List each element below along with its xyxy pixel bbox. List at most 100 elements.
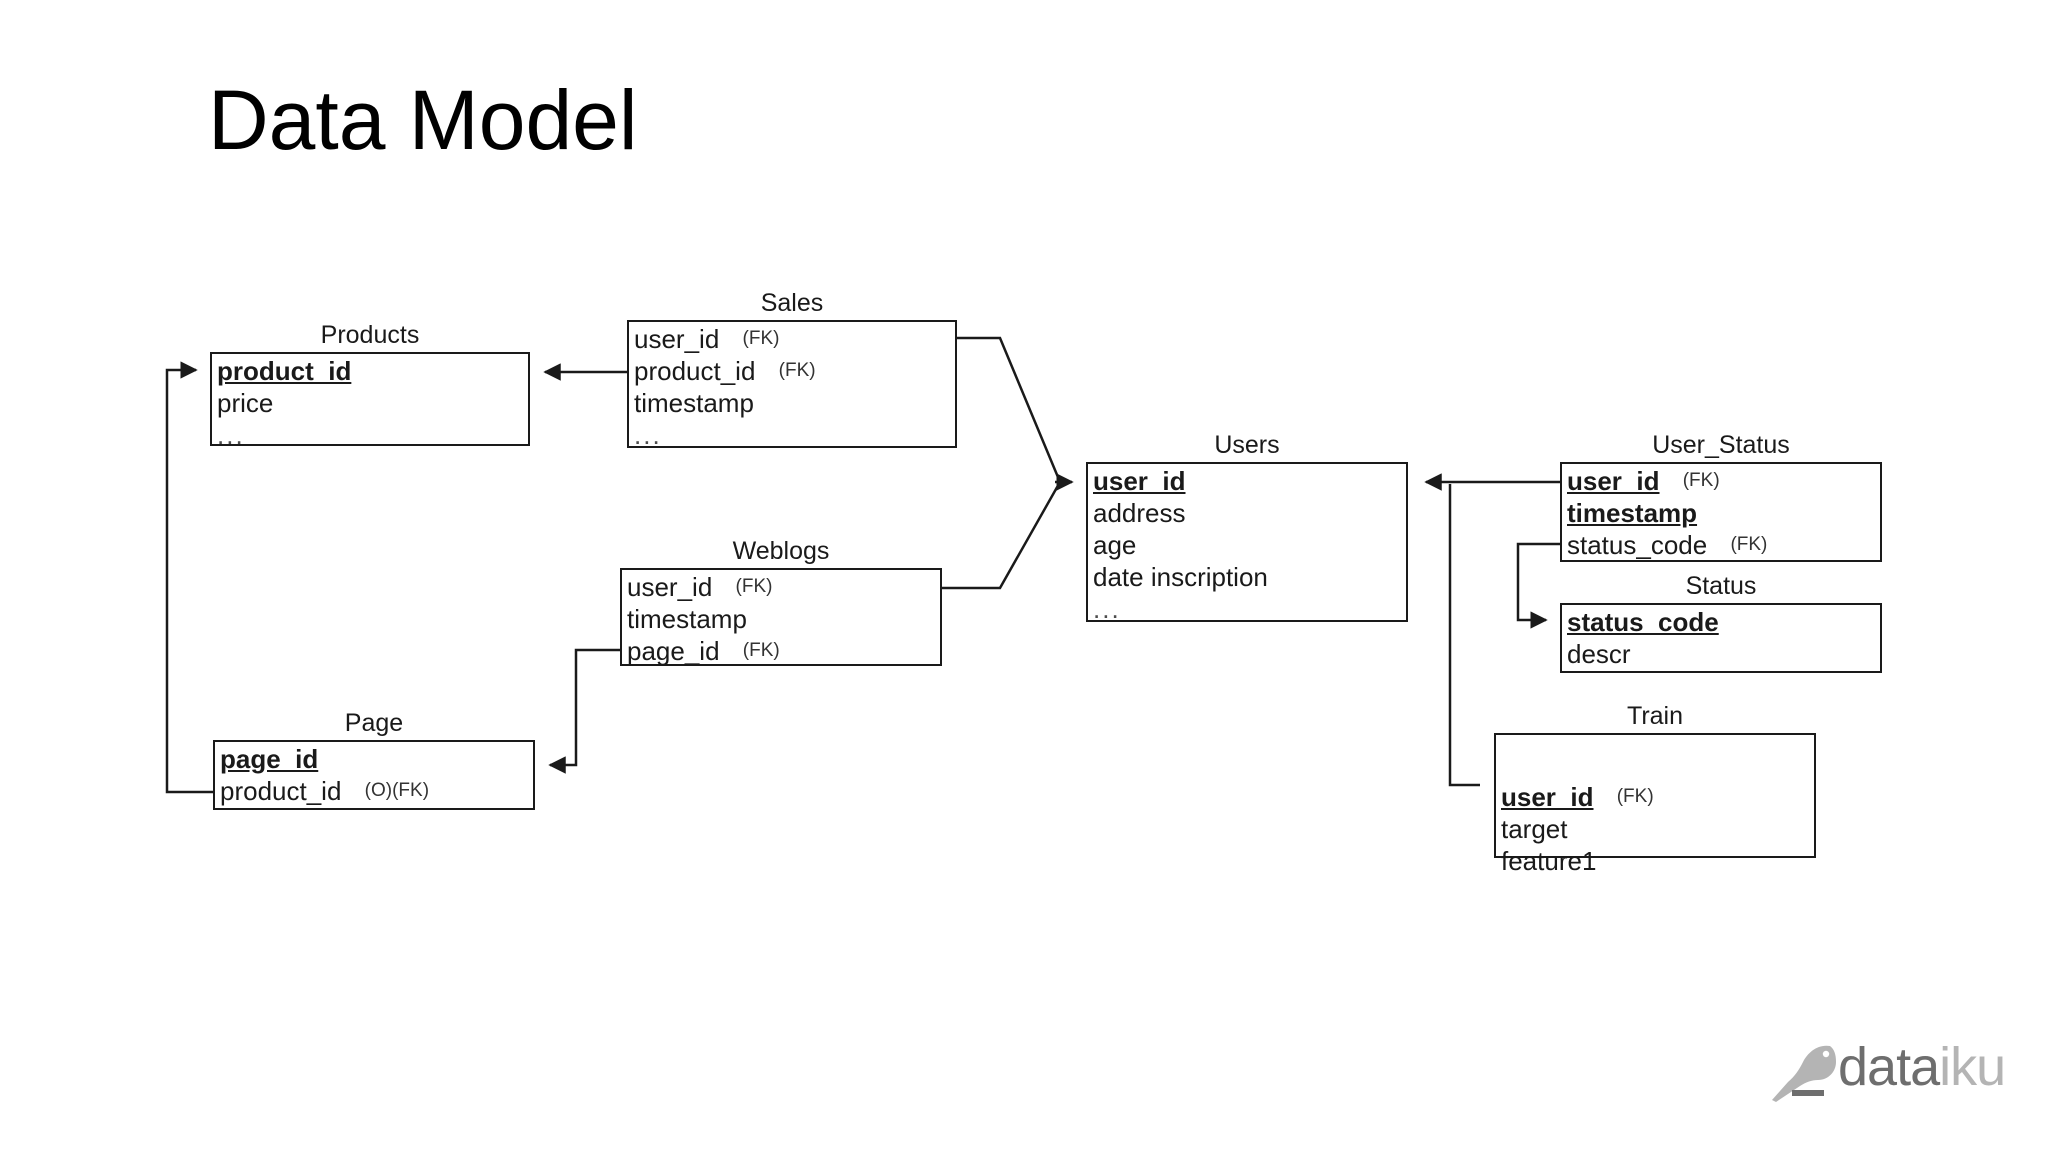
field-name: user_id — [634, 324, 720, 354]
entity-box-users — [1086, 462, 1408, 622]
field-name: user_id — [627, 572, 713, 602]
entity-box-status — [1560, 603, 1882, 673]
entity-box-products — [210, 352, 530, 446]
field-list-products: product_id price ... — [210, 352, 530, 451]
entity-products[interactable]: Products product_id price ... — [210, 321, 530, 450]
field-tag-fk: (FK) — [1682, 470, 1720, 491]
connector-train-users — [1448, 484, 1480, 787]
field-name: timestamp — [1567, 498, 1698, 528]
field-product-id[interactable]: product_id (FK) — [634, 355, 957, 387]
field-name: feature1 — [1501, 846, 1597, 876]
field-name: status_code — [1567, 530, 1708, 560]
entity-title-page: Page — [344, 709, 404, 737]
field-name: user_id — [1501, 782, 1594, 812]
field-timestamp[interactable]: timestamp — [627, 603, 942, 635]
field-descr[interactable]: descr — [1567, 638, 1882, 670]
field-timestamp[interactable]: timestamp — [1567, 497, 1882, 529]
entity-title-user-status: User_Status — [1652, 431, 1790, 459]
field-more: ... — [217, 419, 530, 451]
dataiku-logo: dataiku — [1770, 1037, 2020, 1110]
field-user-id[interactable]: user_id (FK) — [627, 571, 942, 603]
field-address[interactable]: address — [1093, 497, 1408, 529]
field-name: page_id — [220, 744, 319, 774]
field-name: status_code — [1567, 607, 1719, 637]
entity-box-train — [1494, 733, 1816, 858]
field-list-users: user_id address age date inscription ... — [1086, 462, 1408, 625]
field-name: descr — [1567, 639, 1631, 669]
field-list-sales: user_id (FK) product_id (FK) timestamp .… — [627, 320, 957, 451]
field-name: timestamp — [627, 604, 747, 634]
entity-train[interactable]: Train user_id (FK) target feature1 — [1494, 702, 1816, 876]
entity-title-products: Products — [320, 321, 420, 349]
field-price[interactable]: price — [217, 387, 530, 419]
field-more: ... — [634, 419, 957, 451]
field-tag-fk: (FK) — [1730, 534, 1768, 555]
field-user-id[interactable]: user_id — [1093, 465, 1408, 497]
entity-box-weblogs — [620, 568, 942, 666]
connector-page-products — [165, 361, 213, 794]
field-list-user-status: user_id (FK) timestamp status_code (FK) — [1560, 462, 1882, 561]
field-name: ... — [1093, 594, 1121, 624]
field-name: page_id — [627, 636, 720, 666]
entity-title-users: Users — [1214, 431, 1280, 459]
entity-sales[interactable]: Sales user_id (FK) product_id (FK) times… — [627, 289, 957, 451]
connector-sales-users — [957, 336, 1062, 483]
field-tag-fk: (FK) — [1616, 786, 1654, 807]
field-name: product_id — [217, 356, 352, 386]
entity-weblogs[interactable]: Weblogs user_id (FK) timestamp page_id (… — [620, 537, 942, 667]
field-list-train: user_id (FK) target feature1 — [1494, 733, 1816, 877]
entity-box-user-status — [1560, 462, 1882, 562]
entity-box-sales — [627, 320, 957, 448]
field-more: ... — [1093, 593, 1408, 625]
entity-status[interactable]: Status status_code descr — [1560, 572, 1882, 673]
entity-title-weblogs: Weblogs — [732, 537, 830, 565]
entity-title-sales: Sales — [760, 289, 824, 317]
field-name: target — [1501, 814, 1568, 844]
field-name: ... — [217, 420, 245, 450]
field-name: user_id — [1093, 466, 1186, 496]
field-tag-fk: (FK) — [778, 360, 816, 381]
field-list-weblogs: user_id (FK) timestamp page_id (FK) — [620, 568, 942, 667]
dataiku-bird-icon — [1772, 1045, 1836, 1102]
entity-box-page — [213, 740, 535, 810]
field-name: product_id — [220, 776, 342, 806]
field-tag-fk: (FK) — [735, 576, 773, 597]
field-status-code[interactable]: status_code — [1567, 606, 1882, 638]
entity-page[interactable]: Page page_id product_id (O)(FK) — [213, 709, 535, 810]
dataiku-word-dark: data — [1838, 1037, 1940, 1097]
field-name: price — [217, 388, 274, 418]
field-timestamp[interactable]: timestamp — [634, 387, 957, 419]
field-status-code[interactable]: status_code (FK) — [1567, 529, 1882, 561]
dataiku-wordmark: dataiku — [1838, 1037, 2006, 1097]
field-user-id[interactable]: user_id (FK) — [634, 323, 957, 355]
field-list-page: page_id product_id (O)(FK) — [213, 740, 535, 807]
field-tag-fk: (FK) — [742, 640, 780, 661]
connector-userstatus-status — [1516, 542, 1560, 629]
entity-user-status[interactable]: User_Status user_id (FK) timestamp statu… — [1560, 431, 1882, 562]
field-user-id[interactable]: user_id (FK) — [1501, 781, 1816, 813]
field-product-id[interactable]: product_id (O)(FK) — [220, 775, 535, 807]
entity-title-status: Status — [1685, 572, 1757, 600]
field-name: timestamp — [634, 388, 754, 418]
field-product-id[interactable]: product_id — [217, 355, 530, 387]
field-target[interactable]: target — [1501, 813, 1816, 845]
field-tag-optional-fk: (O)(FK) — [364, 780, 430, 801]
field-feature1[interactable]: feature1 — [1501, 845, 1816, 877]
field-page-id[interactable]: page_id — [220, 743, 535, 775]
field-tag-fk: (FK) — [742, 328, 780, 349]
field-name: ... — [634, 420, 662, 450]
field-name: age — [1093, 530, 1137, 560]
field-date-inscription[interactable]: date inscription — [1093, 561, 1408, 593]
dataiku-word-light: iku — [1939, 1037, 2006, 1097]
page-title: Data Model — [208, 73, 638, 167]
field-list-status: status_code descr — [1560, 603, 1882, 670]
entity-title-train: Train — [1626, 702, 1684, 730]
field-page-id[interactable]: page_id (FK) — [627, 635, 942, 667]
connector-weblogs-page — [548, 648, 620, 774]
field-name: date inscription — [1093, 562, 1268, 592]
field-user-id[interactable]: user_id (FK) — [1567, 465, 1882, 497]
field-age[interactable]: age — [1093, 529, 1408, 561]
entity-users[interactable]: Users user_id address age date inscripti… — [1086, 431, 1408, 625]
